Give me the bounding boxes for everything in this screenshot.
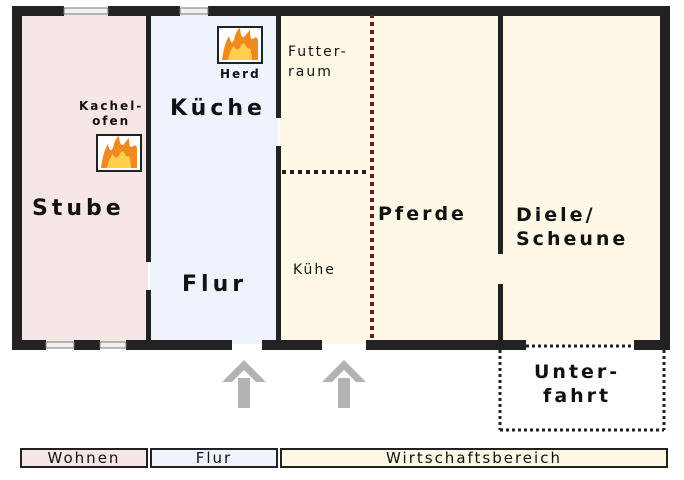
- room-label-herd: Herd: [220, 67, 261, 81]
- room-label-pferde: Pferde: [378, 203, 467, 225]
- room-label-unterfahrt: Unter- fahrt: [534, 361, 621, 407]
- wirtschaft-zone: [280, 12, 666, 344]
- interior-walls: [146, 12, 503, 344]
- room-label-kachelofen: Kachel- ofen: [79, 99, 144, 128]
- legend-wirtschaftsbereich: Wirtschaftsbereich: [280, 448, 668, 468]
- room-label-stube: Stube: [32, 196, 125, 221]
- room-label-diele: Diele/ Scheune: [516, 204, 629, 250]
- outer-walls: [12, 6, 670, 350]
- legend-flur: Flur: [150, 448, 278, 468]
- unterfahrt-outline: [498, 344, 666, 432]
- room-label-futterraum: Futter- raum: [288, 44, 348, 80]
- flur-zone: [150, 12, 278, 344]
- fire-icon: [96, 134, 142, 172]
- windows: [45, 7, 209, 349]
- room-label-kueche: Küche: [170, 96, 266, 121]
- fire-icon: [217, 26, 263, 64]
- room-label-kuehe: Kühe: [293, 262, 336, 278]
- arrow-up-icon: [222, 360, 266, 408]
- legend-wohnen: Wohnen: [20, 448, 148, 468]
- room-label-flur: Flur: [182, 272, 248, 297]
- arrow-up-icon: [322, 360, 366, 408]
- wohnen-zone: [18, 12, 148, 344]
